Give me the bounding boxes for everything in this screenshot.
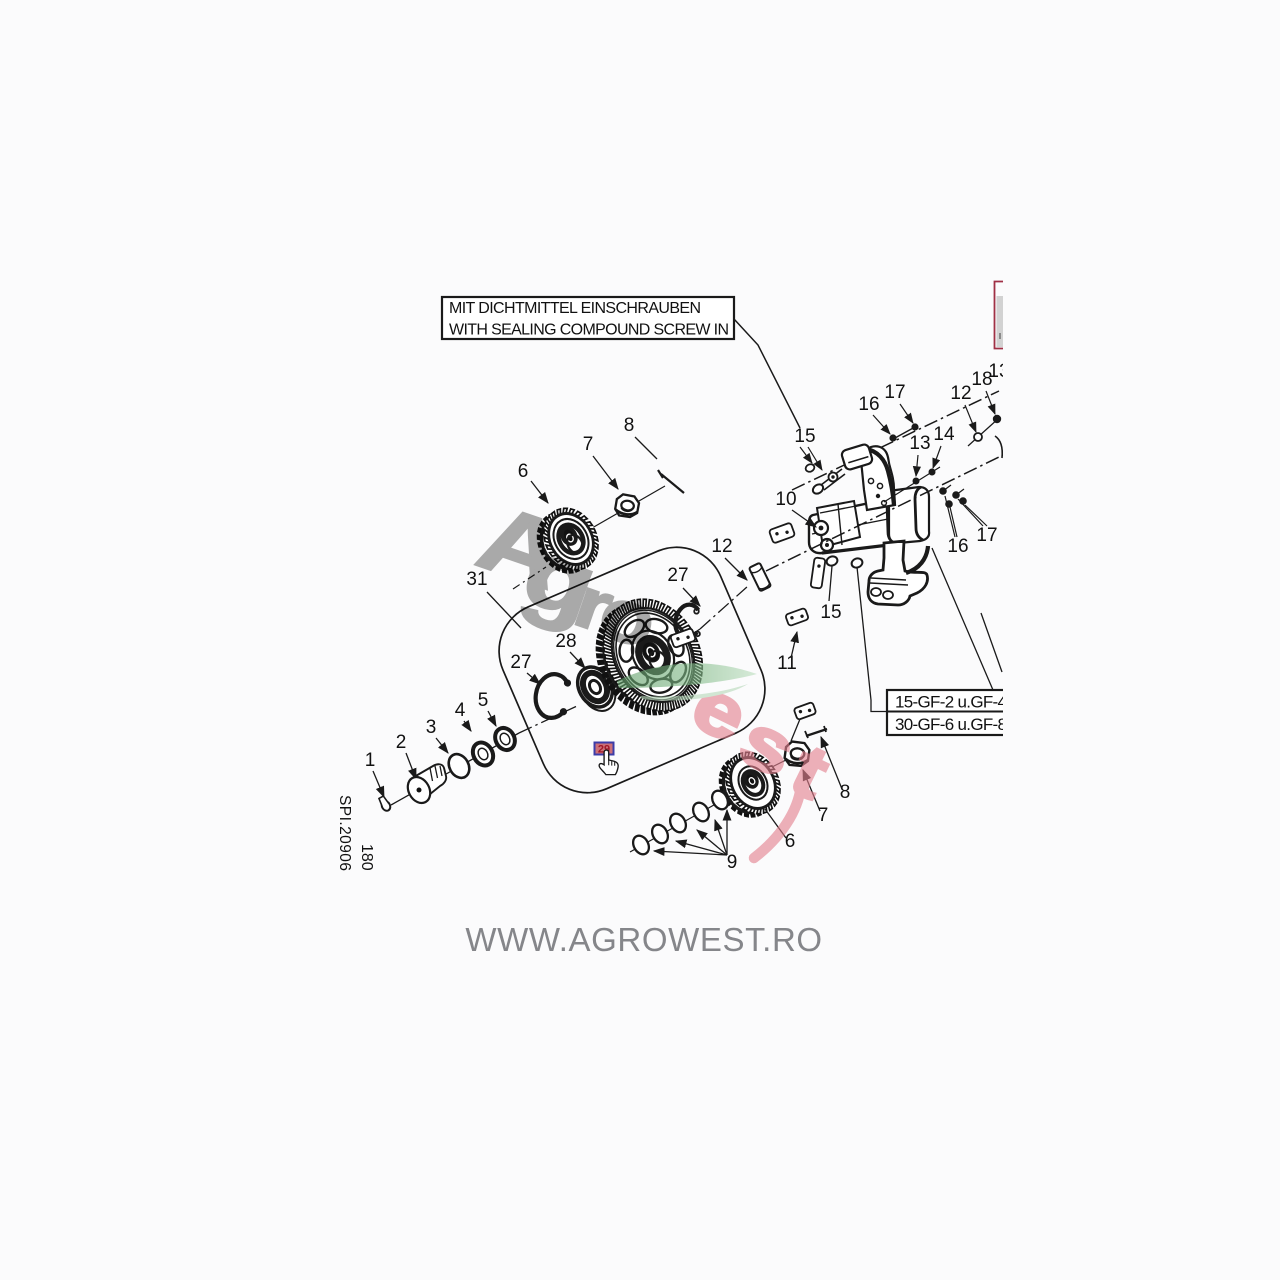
- svg-text:28: 28: [555, 631, 576, 652]
- svg-text:15-GF-2 u.GF-4: 15-GF-2 u.GF-4: [895, 693, 1007, 712]
- svg-text:12: 12: [711, 536, 732, 557]
- svg-text:1: 1: [365, 750, 376, 771]
- svg-text:15: 15: [820, 602, 841, 623]
- svg-text:13: 13: [988, 361, 1009, 382]
- svg-text:8: 8: [840, 782, 851, 803]
- svg-text:9: 9: [727, 852, 738, 873]
- svg-text:8: 8: [624, 415, 635, 436]
- svg-text:6: 6: [785, 831, 796, 852]
- svg-text:2: 2: [396, 732, 407, 753]
- svg-text:16: 16: [858, 394, 879, 415]
- svg-text:11: 11: [777, 653, 797, 674]
- svg-text:4: 4: [455, 700, 466, 721]
- svg-text:30-GF-6 u.GF-8: 30-GF-6 u.GF-8: [895, 715, 1007, 734]
- svg-text:17: 17: [976, 525, 997, 546]
- svg-text:16: 16: [947, 536, 968, 557]
- svg-text:6: 6: [518, 461, 529, 482]
- svg-text:31: 31: [466, 569, 487, 590]
- svg-text:7: 7: [583, 434, 594, 455]
- svg-text:MIT DICHTMITTEL EINSCHRAUBEN: MIT DICHTMITTEL EINSCHRAUBEN: [449, 300, 701, 317]
- svg-text:5: 5: [478, 690, 489, 711]
- svg-text:7: 7: [818, 805, 829, 826]
- svg-text:27: 27: [667, 565, 688, 586]
- svg-text:180: 180: [358, 844, 375, 871]
- svg-text:SPI.20906: SPI.20906: [336, 795, 353, 871]
- svg-text:27: 27: [510, 652, 531, 673]
- svg-text:WWW.AGROWEST.RO: WWW.AGROWEST.RO: [465, 921, 822, 958]
- svg-text:14: 14: [933, 424, 955, 445]
- svg-text:13: 13: [909, 433, 930, 454]
- svg-text:WITH SEALING COMPOUND SCREW IN: WITH SEALING COMPOUND SCREW IN: [449, 322, 729, 339]
- svg-text:15: 15: [794, 426, 815, 447]
- svg-text:10: 10: [775, 489, 796, 510]
- svg-text:12: 12: [950, 383, 971, 404]
- svg-text:17: 17: [884, 382, 905, 403]
- svg-text:3: 3: [426, 717, 437, 738]
- svg-text:18: 18: [971, 369, 992, 390]
